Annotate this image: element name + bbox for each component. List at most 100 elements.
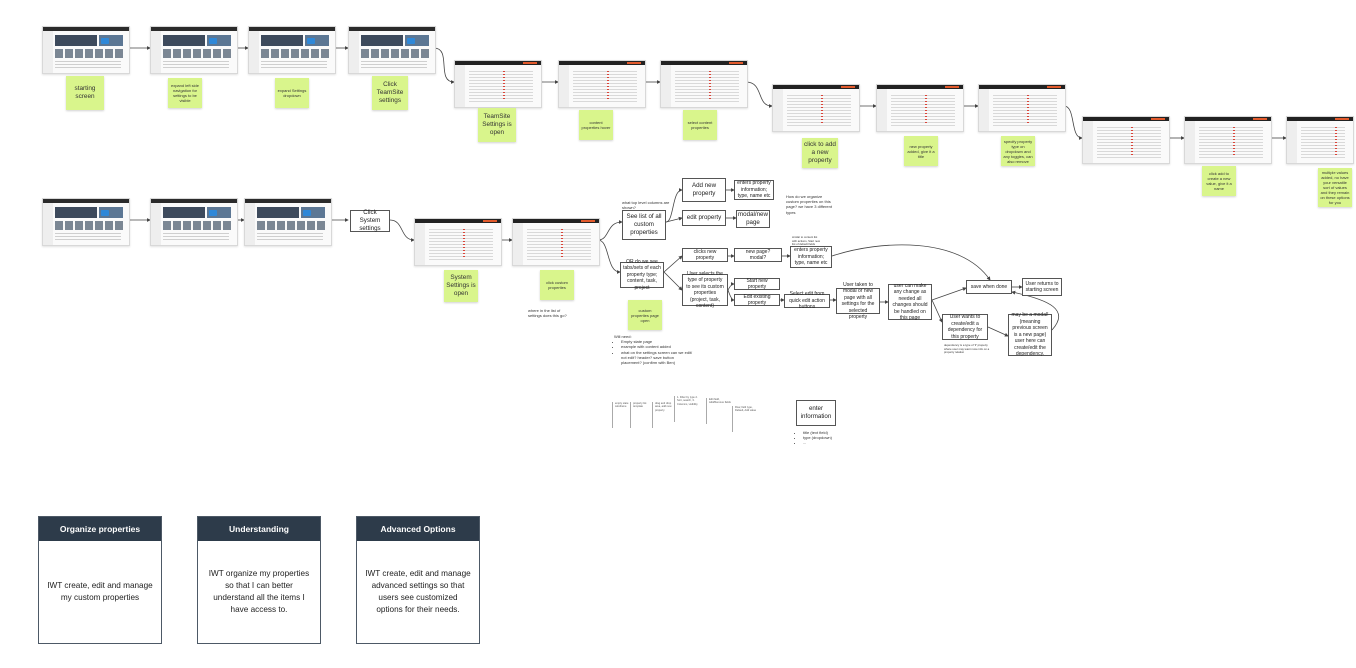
flow-box: modal/new page (736, 210, 770, 228)
edge (931, 287, 967, 301)
screenshot-thumbnail (414, 218, 502, 266)
sticky-note: click add to create a new value, give it… (1202, 166, 1236, 196)
enter-information-box: enter information (796, 400, 836, 426)
flow-box: Start new property (734, 278, 780, 290)
will-need-title: Will need: (614, 334, 632, 339)
story-card-advanced: Advanced Options IWT create, edit and ma… (356, 516, 480, 644)
will-need-list: Will need: Empty state page example with… (614, 334, 694, 365)
flow-box: User taken to modal or new page with all… (836, 282, 880, 320)
edge (597, 220, 623, 241)
sticky-note: expand Settings dropdown (275, 78, 309, 108)
mini-note: empty state wireframe (612, 402, 629, 428)
mini-note: property list template (630, 402, 651, 428)
edge (665, 216, 683, 223)
edge (597, 239, 621, 274)
mini-note: 1. Filter by type 2. Sort, search, 3. Co… (674, 396, 701, 422)
mini-note: Row, field type, Default, Add value (732, 406, 759, 432)
annotation-note: How do we organize custom properties on … (786, 194, 832, 215)
flow-box: User selects the type of property to see… (682, 271, 728, 309)
edge (831, 244, 991, 281)
screenshot-thumbnail (1286, 116, 1354, 164)
sticky-note: new property added, give it a title (904, 136, 938, 166)
sticky-note: select content properties (683, 110, 717, 140)
enter-item: title (text field) (803, 430, 846, 435)
card-title: Advanced Options (357, 517, 479, 541)
step-click-system-settings: Click System settings (350, 209, 390, 232)
flow-box: User returns to starting screen (1022, 278, 1062, 296)
mini-note: Edit field, Add/Remove fields (706, 398, 733, 424)
edge (663, 255, 683, 273)
sticky-note: custom properties page open (628, 300, 662, 330)
screenshot-thumbnail (558, 60, 646, 108)
sticky-note: specify property type on dropdown and an… (1001, 136, 1035, 166)
sticky-note: System Settings is open (444, 270, 478, 302)
edge (727, 289, 735, 302)
card-body: IWT organize my properties so that I can… (208, 569, 310, 614)
will-need-item: example with content added (621, 344, 694, 349)
flow-box: Add new property (682, 178, 726, 202)
screenshot-thumbnail (1082, 116, 1170, 164)
screenshot-thumbnail (978, 84, 1066, 132)
will-need-item: what on the settings screen can we edit/… (621, 350, 694, 366)
sticky-note: multiple values added, no have your vers… (1318, 168, 1352, 207)
edge (389, 219, 415, 242)
flow-box: edit property (682, 210, 726, 226)
flow-box: enters property information; type, name … (734, 180, 774, 200)
flow-box: user can make any change as needed all c… (888, 283, 932, 321)
will-need-item: Empty state page (621, 339, 694, 344)
card-body: IWT create, edit and manage advanced set… (365, 569, 471, 614)
annotation-note: similar to content list with actions, St… (792, 235, 820, 247)
edge (663, 271, 683, 291)
annotation-note: dependency is a type of 'if' property wh… (944, 343, 990, 355)
edge (727, 282, 735, 291)
card-title: Understanding (198, 517, 320, 541)
story-card-organize: Organize properties IWT create, edit and… (38, 516, 162, 644)
screenshot-thumbnail (512, 218, 600, 266)
screenshot-thumbnail (248, 26, 336, 74)
flow-box: See list of all custom properties (622, 210, 666, 240)
edge (987, 326, 1009, 337)
flow-box: new page? modal? (734, 248, 782, 262)
screenshot-thumbnail (348, 26, 436, 74)
card-title: Organize properties (39, 517, 161, 541)
edge (1063, 105, 1083, 140)
screenshot-thumbnail (1184, 116, 1272, 164)
flow-box: may be a modal! (meaning previous screen… (1008, 312, 1052, 357)
flow-box: enters property information; type, name … (790, 246, 832, 268)
screenshot-thumbnail (772, 84, 860, 132)
screenshot-thumbnail (876, 84, 964, 132)
edge (433, 47, 455, 84)
sticky-note: TeamSite Settings is open (478, 108, 516, 142)
card-body: IWT create, edit and manage my custom pr… (47, 581, 153, 602)
flow-box: User wants to create/edit a dependency f… (942, 314, 988, 340)
screenshot-thumbnail (150, 198, 238, 246)
edge (745, 81, 773, 108)
flow-box: OR do we see tabs/sets of each property … (620, 259, 664, 291)
flow-box: Edit existing property (734, 294, 780, 306)
sticky-note: click to add a new property (802, 138, 838, 168)
edge (931, 299, 943, 323)
annotation-note: what top level columns are shown? (622, 200, 670, 211)
flow-box: Select edit from quick edit action butto… (784, 291, 830, 310)
edge (665, 188, 683, 223)
enter-item: type (dropdown) (803, 435, 846, 440)
screenshot-thumbnail (660, 60, 748, 108)
sticky-note: content properties hover (579, 110, 613, 140)
enter-information-list: title (text field) type (dropdown) ... (796, 430, 846, 446)
screenshot-thumbnail (454, 60, 542, 108)
enter-item: ... (803, 440, 846, 445)
sticky-note: Click TeamSite settings (372, 76, 408, 110)
flow-box: clicks new property (682, 248, 728, 262)
story-card-understanding: Understanding IWT organize my properties… (197, 516, 321, 644)
screenshot-thumbnail (150, 26, 238, 74)
screenshot-thumbnail (244, 198, 332, 246)
flow-box: save when done (966, 280, 1012, 294)
screenshot-thumbnail (42, 26, 130, 74)
annotation-note: where in the list of settings does this … (528, 308, 567, 319)
screenshot-thumbnail (42, 198, 130, 246)
sticky-note: starting screen (66, 76, 104, 110)
sticky-note: expand left side navigation for settings… (168, 78, 202, 108)
sticky-note: click custom properties (540, 270, 574, 300)
mini-note: drag and drop area, add new property (652, 402, 673, 428)
